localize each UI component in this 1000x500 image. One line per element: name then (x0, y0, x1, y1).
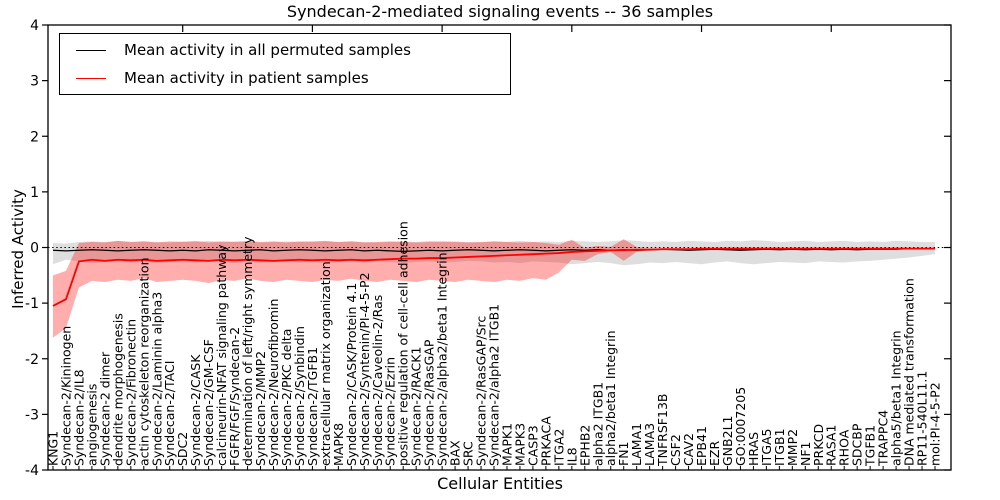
svg-text:Syndecan-2/Synbindin: Syndecan-2/Synbindin (292, 326, 307, 466)
svg-text:-2: -2 (25, 352, 39, 368)
svg-text:Syndecan-2/CASK: Syndecan-2/CASK (188, 354, 203, 466)
svg-text:MAPK1: MAPK1 (499, 423, 514, 466)
svg-text:CSF2: CSF2 (668, 434, 683, 466)
svg-text:HRAS: HRAS (746, 432, 761, 466)
svg-text:PRKACA: PRKACA (538, 416, 553, 466)
svg-text:-1: -1 (25, 296, 39, 312)
svg-text:Syndecan-2/IL8: Syndecan-2/IL8 (71, 369, 86, 466)
svg-text:SDC2: SDC2 (175, 432, 190, 466)
svg-text:determination of left/right sy: determination of left/right symmetry (240, 236, 255, 466)
svg-text:-3: -3 (25, 407, 39, 423)
svg-text:Syndecan-2 dimer: Syndecan-2 dimer (97, 351, 112, 466)
svg-text:calcineurin-NFAT signaling pat: calcineurin-NFAT signaling pathway (214, 244, 229, 466)
svg-text:CAV2: CAV2 (681, 433, 696, 466)
patient-line-swatch (76, 77, 106, 79)
svg-text:Syndecan-2/TACI: Syndecan-2/TACI (162, 361, 177, 466)
svg-text:RP11-540L11.1: RP11-540L11.1 (915, 371, 930, 466)
svg-text:ITGA2: ITGA2 (551, 428, 566, 466)
svg-text:alpha2 ITGB1: alpha2 ITGB1 (590, 382, 605, 466)
legend-item-patient: Mean activity in patient samples (60, 65, 510, 92)
svg-text:Syndecan-2/CASK/Protein 4.1: Syndecan-2/CASK/Protein 4.1 (344, 283, 359, 466)
svg-text:0: 0 (30, 241, 39, 257)
svg-text:ITGB1: ITGB1 (772, 428, 787, 466)
svg-text:TRAPPC4: TRAPPC4 (876, 410, 891, 467)
svg-text:Syndecan-2/Syntenin/PI-4-5-P2: Syndecan-2/Syntenin/PI-4-5-P2 (357, 272, 372, 466)
svg-text:Syndecan-2/Ezrin: Syndecan-2/Ezrin (383, 357, 398, 466)
legend-label-patient: Mean activity in patient samples (124, 69, 369, 87)
svg-text:Syndecan-2/Caveolin-2/Ras: Syndecan-2/Caveolin-2/Ras (370, 295, 385, 466)
svg-text:MAPK8: MAPK8 (331, 423, 346, 466)
svg-text:DNA mediated transformation: DNA mediated transformation (902, 278, 917, 466)
svg-text:Syndecan-2/TGFB1: Syndecan-2/TGFB1 (305, 347, 320, 466)
y-axis-label: Inferred Activity (9, 189, 27, 309)
svg-text:extracellular matrix organizat: extracellular matrix organization (318, 261, 333, 466)
svg-text:LAMA1: LAMA1 (629, 423, 644, 466)
svg-text:Syndecan-2/Laminin alpha3: Syndecan-2/Laminin alpha3 (149, 292, 164, 466)
chart-title: Syndecan-2-mediated signaling events -- … (286, 2, 714, 21)
svg-text:Syndecan-2/PKC delta: Syndecan-2/PKC delta (279, 329, 294, 466)
svg-text:3: 3 (30, 74, 39, 90)
svg-text:FGFR/FGF/Syndecan-2: FGFR/FGF/Syndecan-2 (227, 327, 242, 466)
svg-text:1: 1 (30, 185, 39, 201)
svg-text:dendrite morphogenesis: dendrite morphogenesis (110, 313, 125, 466)
permuted-line-swatch (76, 49, 106, 51)
legend: Mean activity in all permuted samples Me… (59, 33, 511, 95)
svg-text:CASP3: CASP3 (525, 425, 540, 466)
svg-text:2: 2 (30, 129, 39, 145)
svg-text:Syndecan-2/RACK1: Syndecan-2/RACK1 (409, 347, 424, 466)
svg-text:IL8: IL8 (564, 447, 579, 466)
svg-text:Syndecan-2/Kininogen: Syndecan-2/Kininogen (58, 326, 73, 466)
svg-text:alpha2/beta1 Integrin: alpha2/beta1 Integrin (603, 330, 618, 466)
svg-text:EZR: EZR (707, 441, 722, 466)
svg-text:Syndecan-2/Neurofibromin: Syndecan-2/Neurofibromin (266, 299, 281, 466)
svg-text:TNFRSF13B: TNFRSF13B (655, 394, 670, 467)
svg-text:ITGA5: ITGA5 (759, 428, 774, 466)
svg-text:positive regulation of cell-ce: positive regulation of cell-cell adhesio… (396, 221, 411, 466)
svg-text:Syndecan-2/GM-CSF: Syndecan-2/GM-CSF (201, 339, 216, 466)
svg-text:FN1: FN1 (616, 442, 631, 467)
svg-text:MMP2: MMP2 (785, 429, 800, 466)
svg-text:TGFB1: TGFB1 (863, 425, 878, 467)
svg-text:EPHB2: EPHB2 (577, 425, 592, 466)
svg-text:Syndecan-2/alpha2 ITGB1: Syndecan-2/alpha2 ITGB1 (487, 304, 502, 466)
svg-text:GNB2L1: GNB2L1 (720, 416, 735, 466)
svg-text:RASA1: RASA1 (824, 425, 839, 466)
svg-text:BAX: BAX (448, 440, 463, 466)
svg-text:Syndecan-2/MMP2: Syndecan-2/MMP2 (253, 351, 268, 466)
svg-text:PRKCD: PRKCD (811, 424, 826, 466)
svg-text:Syndecan-2/alpha2/beta1 Integr: Syndecan-2/alpha2/beta1 Integrin (435, 252, 450, 466)
svg-text:LAMA3: LAMA3 (642, 423, 657, 466)
svg-text:4: 4 (30, 18, 39, 34)
svg-text:Syndecan-2/RasGAP/Src: Syndecan-2/RasGAP/Src (474, 316, 489, 466)
svg-text:alpha5/beta1 Integrin: alpha5/beta1 Integrin (889, 330, 904, 466)
svg-text:actin cytoskeleton reorganizat: actin cytoskeleton reorganization (136, 257, 151, 466)
svg-text:SRC: SRC (461, 441, 476, 466)
svg-text:Syndecan-2/RasGAP: Syndecan-2/RasGAP (422, 339, 437, 466)
legend-label-permuted: Mean activity in all permuted samples (124, 41, 411, 59)
svg-text:-4: -4 (25, 463, 39, 479)
svg-text:SDCBP: SDCBP (850, 423, 865, 466)
svg-text:RHOA: RHOA (837, 429, 852, 466)
svg-text:angiogenesis: angiogenesis (84, 384, 99, 466)
svg-text:GO:0007205: GO:0007205 (733, 387, 748, 466)
svg-text:KNG1: KNG1 (46, 431, 61, 466)
svg-text:EPB41: EPB41 (694, 426, 709, 466)
svg-text:mol:PI-4-5-P2: mol:PI-4-5-P2 (928, 382, 943, 466)
svg-text:Syndecan-2/Fibronectin: Syndecan-2/Fibronectin (123, 319, 138, 466)
x-axis-label: Cellular Entities (437, 474, 563, 493)
svg-text:NF1: NF1 (798, 442, 813, 467)
legend-item-permuted: Mean activity in all permuted samples (60, 37, 510, 64)
svg-text:MAPK3: MAPK3 (512, 423, 527, 466)
